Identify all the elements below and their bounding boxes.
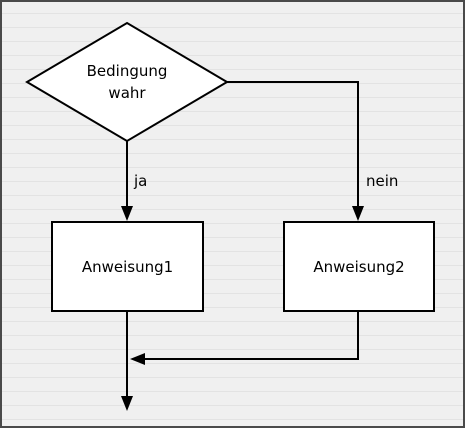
- edge-merge-arrowhead: [130, 353, 145, 365]
- edge-yes-label: ja: [134, 172, 148, 190]
- edge-no-label: nein: [366, 172, 399, 190]
- edge-statement2-merge-line: [142, 311, 359, 360]
- condition-label: Bedingung wahr: [62, 58, 192, 106]
- statement2-label: Anweisung2: [313, 257, 405, 276]
- condition-label-line1: Bedingung: [86, 62, 168, 80]
- statement1-box: [51, 221, 204, 312]
- edge-no-arrowhead: [352, 206, 364, 221]
- edge-exit-arrowhead: [121, 396, 133, 411]
- edge-no-line: [227, 81, 359, 209]
- condition-diamond: [25, 21, 229, 143]
- statement1-label: Anweisung1: [81, 257, 174, 276]
- edge-yes-arrowhead: [121, 206, 133, 221]
- condition-label-line2: wahr: [108, 84, 146, 102]
- statement2-box: [283, 221, 435, 312]
